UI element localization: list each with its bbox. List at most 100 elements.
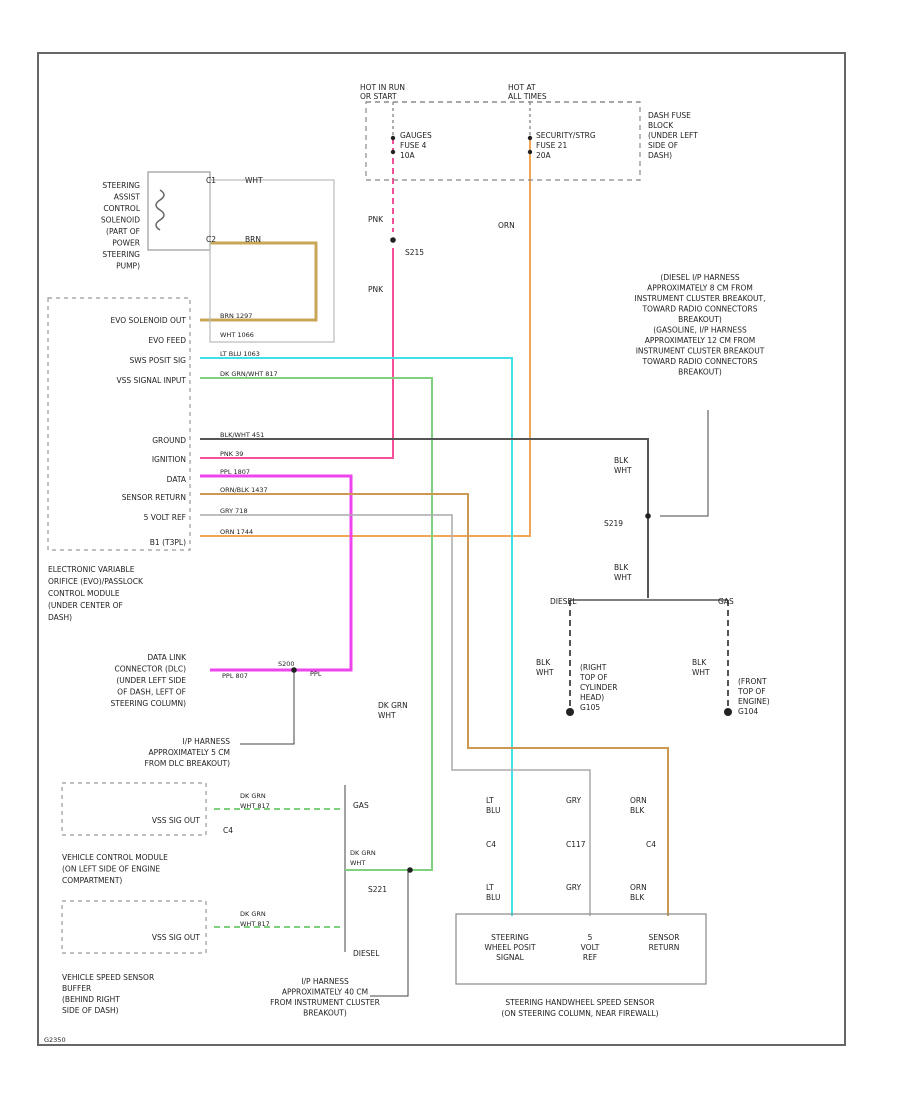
evo-pin-label-4: GROUND [152, 436, 186, 445]
buffer-label-line-3: SIDE OF DASH) [62, 1006, 119, 1015]
g105-wire-label-line-1: WHT [536, 668, 554, 677]
evo-module-label-line-4: DASH) [48, 613, 72, 622]
wire-label-9: GRY 718 [220, 507, 248, 515]
g104-label-line-1: TOP OF [737, 687, 766, 696]
fuse-block-box [365, 101, 641, 181]
solenoid-pin2: C2 [206, 235, 216, 244]
dkgrn-wire-label-line-1: WHT [378, 711, 396, 720]
diagram-border [37, 52, 846, 1046]
sensor-c4-right-label: C4 [646, 840, 656, 849]
vcm-label-line-0: VEHICLE CONTROL MODULE [62, 853, 168, 862]
buffer-wire-label-line-1: WHT 817 [240, 920, 270, 928]
wire-label-5: BLK/WHT 451 [220, 431, 264, 439]
ground-wire-bot-label-line-0: BLK [614, 563, 629, 572]
evo-module-box [47, 297, 191, 551]
g104-label-line-2: ENGINE) [738, 697, 770, 706]
g104-label-line-0: (FRONT [738, 677, 767, 686]
solenoid-label-line-2: CONTROL [103, 204, 140, 213]
ground-gas-label: GAS [718, 597, 734, 606]
harness-note-line-0: (DIESEL I/P HARNESS [660, 273, 739, 282]
harness-note-line-7: INSTRUMENT CLUSTER BREAKOUT [636, 347, 765, 356]
fuse1-dot-bot [390, 149, 396, 155]
pnk-wire-label: PNK [368, 215, 384, 224]
dlc-wire2-label: PPL [310, 670, 322, 678]
wire-label-10: ORN 1744 [220, 528, 253, 536]
fuse2-label-line-1: FUSE 21 [536, 141, 567, 150]
g105-label-line-3: HEAD) [580, 693, 604, 702]
sensor-label-line-1: (ON STEERING COLUMN, NEAR FIREWALL) [501, 1009, 658, 1018]
buffer-box [61, 900, 207, 954]
ground-wire-bot-label-line-1: WHT [614, 573, 632, 582]
sensor-wire3-bot-label-line-0: ORN [630, 883, 647, 892]
sensor-pin3-label-line-1: RETURN [649, 943, 680, 952]
wire-label-7: PPL 1807 [220, 468, 250, 476]
fuse2-label-line-0: SECURITY/STRG [536, 131, 596, 140]
evo-module-label-line-2: CONTROL MODULE [48, 589, 120, 598]
vcm-wire-label-line-0: DK GRN [240, 792, 266, 800]
harness-note-line-9: BREAKOUT) [678, 368, 722, 377]
hot-at-all-times-label-line-1: ALL TIMES [508, 92, 547, 101]
solenoid-housing [147, 171, 211, 251]
s219-dot [645, 513, 651, 519]
g105-label-line-0: (RIGHT [580, 663, 607, 672]
solenoid-label-line-0: STEERING [102, 181, 140, 190]
wire-label-6: PNK 39 [220, 450, 243, 458]
brn-wire [200, 241, 318, 322]
evo-pin-label-0: EVO SOLENOID OUT [111, 316, 187, 325]
evo-connector-label: B1 (T3PL) [150, 538, 186, 547]
evo-pin-label-6: DATA [167, 475, 187, 484]
fuse1-label-line-1: FUSE 4 [400, 141, 427, 150]
sensor-wire1-bot-label-line-1: BLU [486, 893, 500, 902]
vcm-wire-label-line-1: WHT 817 [240, 802, 270, 810]
vcm-box [61, 782, 207, 836]
solenoid-label-line-7: PUMP) [116, 262, 140, 271]
vcm-label-line-2: COMPARTMENT) [62, 876, 122, 885]
pnk-wire-lower [200, 248, 394, 459]
g104-label-line-3: G104 [738, 707, 758, 716]
solenoid-pin1-wire: WHT [245, 176, 263, 185]
fuse-block-location-label-line-3: SIDE OF [648, 141, 678, 150]
ppl-wire [200, 474, 353, 672]
vcm-conn-label: C4 [223, 826, 233, 835]
harness-note-line-1: APPROXIMATELY 8 CM FROM [647, 284, 753, 293]
sensor-c117-label: C117 [566, 840, 586, 849]
sensor-pin1-label-line-2: SIGNAL [496, 953, 525, 962]
fuse1-dot-top [390, 135, 396, 141]
ground-wire-top-label-line-0: BLK [614, 456, 629, 465]
s221-note-line-2: FROM INSTRUMENT CLUSTER [270, 998, 380, 1007]
pnk-wire-label-2: PNK [368, 285, 384, 294]
solenoid-label-line-6: STEERING [102, 250, 140, 259]
g105-label-line-1: TOP OF [579, 673, 608, 682]
buffer-label-line-2: (BEHIND RIGHT [62, 995, 120, 1004]
wire-label-3: LT BLU 1063 [220, 350, 260, 358]
sensor-c4-left-label: C4 [486, 840, 496, 849]
sensor-wire2-top-label: GRY [566, 796, 582, 805]
vcm-gas-label: GAS [353, 801, 369, 810]
hot-at-all-times-label-line-0: HOT AT [508, 83, 536, 92]
fuse1-label-line-2: 10A [400, 151, 416, 160]
dlc-label-line-2: (UNDER LEFT SIDE [116, 676, 186, 685]
ornblk-wire [200, 493, 669, 916]
ground-diesel-label: DIESEL [550, 597, 577, 606]
harness-note-line-6: APPROXIMATELY 12 CM FROM [645, 336, 756, 345]
dlc-label-line-3: OF DASH, LEFT OF [117, 688, 186, 697]
buffer-diesel-label: DIESEL [353, 949, 380, 958]
buffer-wire-label-line-0: DK GRN [240, 910, 266, 918]
sensor-wire3-top-label-line-0: ORN [630, 796, 647, 805]
sensor-wire3-bot-label-line-1: BLK [630, 893, 645, 902]
s221-note-line-0: I/P HARNESS [301, 977, 349, 986]
sensor-pin2-label-line-1: VOLT [581, 943, 600, 952]
solenoid-label-line-1: ASSIST [114, 193, 141, 202]
fuse-block-location-label-line-1: BLOCK [648, 121, 674, 130]
evo-pin-label-7: SENSOR RETURN [122, 493, 186, 502]
dlc-label-line-0: DATA LINK [147, 653, 187, 662]
sensor-wire1-bot-label-line-0: LT [486, 883, 494, 892]
dlc-note-line-0: I/P HARNESS [183, 737, 231, 746]
sensor-pin3-label-line-0: SENSOR [649, 933, 680, 942]
evo-module-label-line-0: ELECTRONIC VARIABLE [48, 565, 135, 574]
evo-module-label-line-3: (UNDER CENTER OF [48, 601, 123, 610]
s221-dot [407, 867, 413, 873]
g105-label-line-4: G105 [580, 703, 600, 712]
g105-ground-dot [566, 708, 574, 716]
